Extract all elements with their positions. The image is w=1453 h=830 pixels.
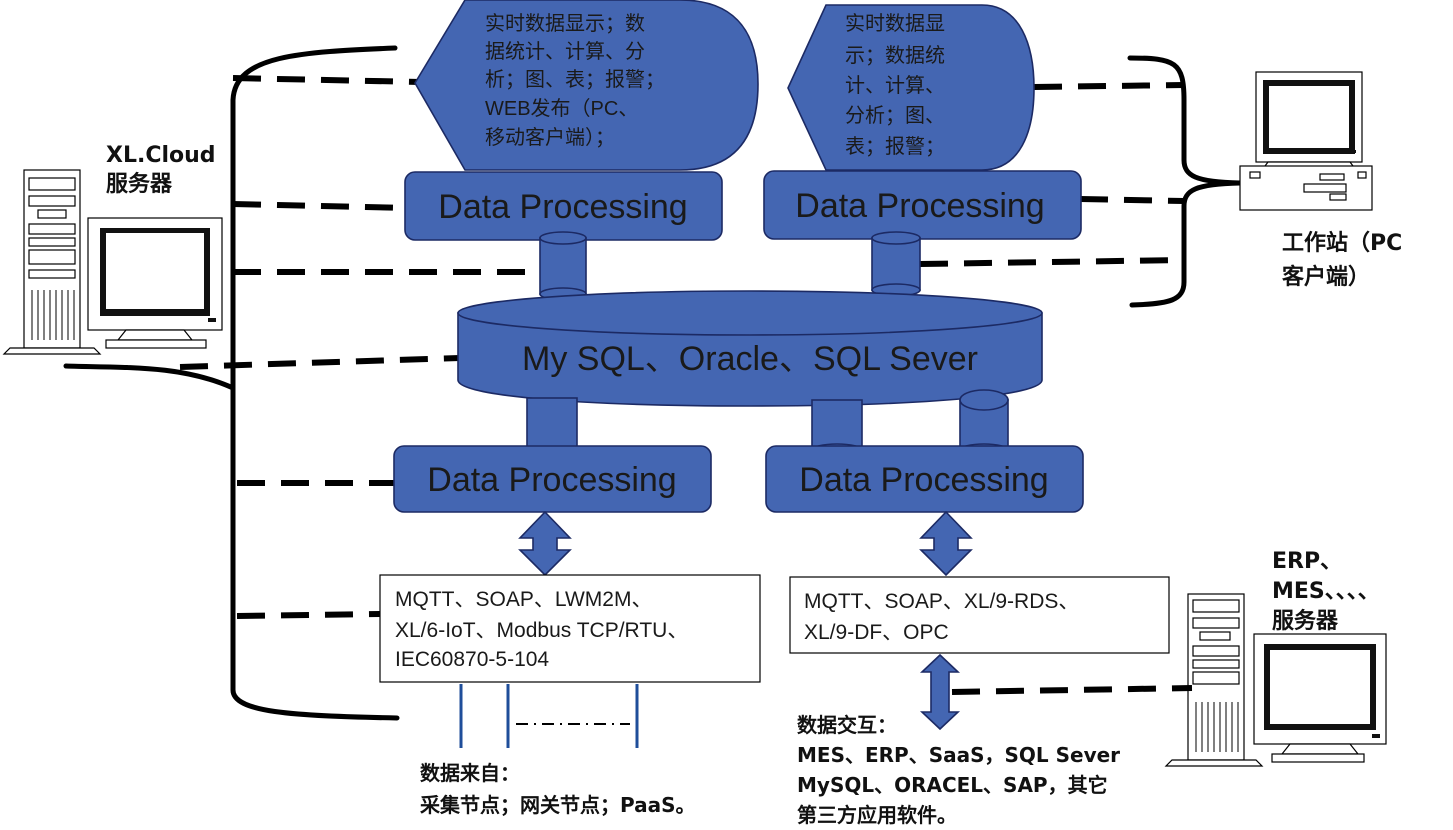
workstation-label: 工作站（PC 客户端） <box>1282 231 1410 290</box>
display-shape-right <box>787 4 1035 171</box>
protocols-box-right <box>789 576 1170 654</box>
left-bus-line <box>230 45 400 721</box>
xlcloud-label: XL.Cloud 服务器 <box>106 143 223 197</box>
connector-cylinder-top-left <box>539 231 587 301</box>
server-link-line <box>63 363 236 391</box>
processing-top-left-label: Data Processing <box>438 188 687 226</box>
dash-link-display-left <box>232 75 421 85</box>
processing-bottom-right-label: Data Processing <box>799 461 1048 499</box>
protocols-right-text: MQTT、SOAP、XL/9-RDS、 XL/9-DF、OPC <box>804 590 1085 644</box>
display-left-text: 实时数据显示；数 据统计、计算、分 析；图、表；报警； WEB发布（PC、 移动… <box>485 12 671 149</box>
dash-link-database <box>179 355 461 370</box>
dash-link-erp <box>951 685 1193 695</box>
dash-link-protocols-left <box>236 611 381 619</box>
processing-top-right-label: Data Processing <box>795 187 1044 225</box>
dash-link-processing-top-left <box>232 201 411 211</box>
erp-label: ERP、 MES、、、、 服务器 <box>1272 549 1387 634</box>
double-arrow-right <box>919 510 973 577</box>
workstation-brace <box>1127 55 1241 308</box>
protocols-left-text: MQTT、SOAP、LWM2M、 XL/6-IoT、Modbus TCP/RTU… <box>395 588 694 671</box>
dash-link-display-right <box>1033 82 1185 90</box>
database-label: My SQL、Oracle、SQL Sever <box>522 340 978 378</box>
processing-box-top-right <box>763 170 1082 240</box>
display-right-text: 实时数据显 示；数据统 计、计算、 分析；图、 表；报警； <box>845 12 951 158</box>
erp-server-icon <box>1164 593 1387 767</box>
dash-link-cylinder-right <box>919 257 1185 267</box>
display-shape-left <box>414 0 759 171</box>
data-source-label: 数据来自： 采集节点；网关节点；PaaS。 <box>420 761 696 817</box>
processing-box-bottom-right <box>765 445 1084 513</box>
connector-cylinder-top-right <box>871 231 921 297</box>
data-exchange-label: 数据交互： MES、ERP、SaaS，SQL Sever MySQL、ORACE… <box>797 713 1127 827</box>
double-arrow-exchange <box>919 653 961 731</box>
xlcloud-server-icon <box>2 169 223 355</box>
processing-box-bottom-left <box>393 445 712 513</box>
processing-bottom-left-label: Data Processing <box>427 461 676 499</box>
data-source-lines <box>459 684 639 748</box>
protocols-box-left <box>379 574 761 683</box>
workstation-pc-icon <box>1239 71 1373 211</box>
database-cylinder <box>457 290 1043 407</box>
connector-cylinder-bottom-right <box>959 389 1009 457</box>
double-arrow-left <box>518 510 572 577</box>
dash-link-processing-top-right <box>1079 196 1185 204</box>
